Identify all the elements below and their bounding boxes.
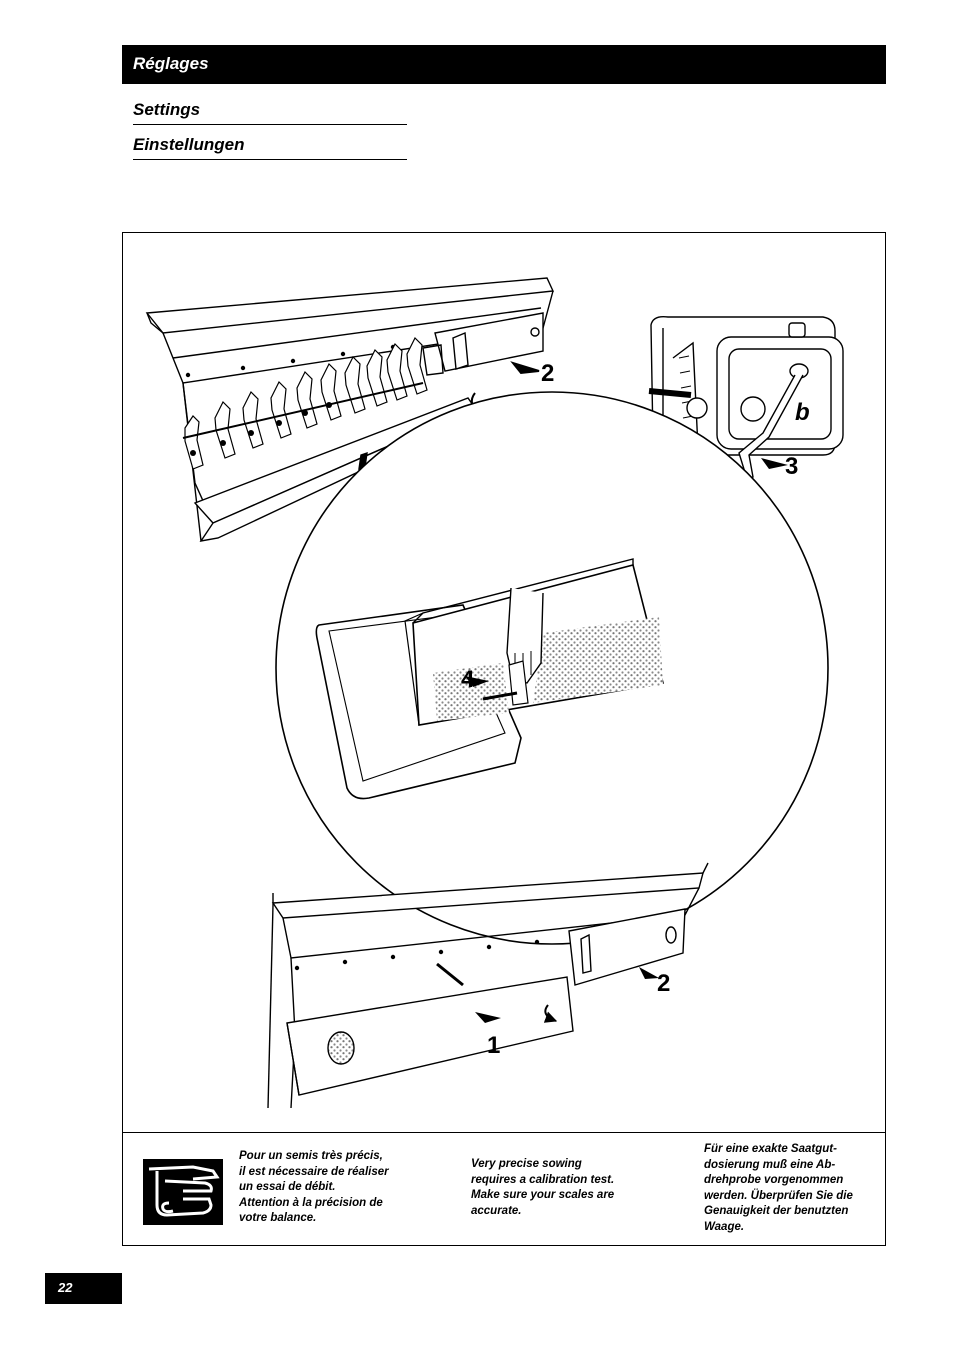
note-en-line: accurate. [471,1204,522,1217]
notes-divider [123,1132,885,1133]
note-en-line: requires a calibration test. [471,1173,615,1186]
note-english: Very precise sowing requires a calibrati… [471,1157,614,1219]
note-fr-line: Attention à la précision de [239,1196,383,1209]
note-french: Pour un semis très précis, il est nécess… [239,1149,389,1227]
callout-circle-4: 4 [461,666,475,693]
note-en-line: Very precise sowing [471,1158,582,1170]
calibration-circle-drawing [275,391,829,945]
instruction-icon [143,1159,223,1225]
subtitle-einstellungen: Einstellungen [133,135,407,160]
technical-illustration: 1 2 a b 3 [145,277,844,1109]
page-title: Réglages [133,54,209,73]
subtitle-settings: Settings [133,100,407,125]
note-en-line: Make sure your scales are [471,1189,615,1201]
note-de-line: Für eine exakte Saatgut- [704,1143,837,1155]
note-de-line: Waage. [704,1220,745,1233]
note-german: Für eine exakte Saatgut- dosierung muß e… [704,1142,853,1235]
callout-bottom-2: 2 [657,970,670,997]
note-fr-line: il est nécessaire de réaliser [239,1165,389,1178]
header-bar: Réglages [122,45,886,84]
note-fr-line: un essai de débit. [239,1181,336,1193]
hopper-bottom-drawing [267,862,709,1109]
note-de-line: drehprobe vorgenommen [704,1174,844,1186]
callout-top-2: 2 [541,360,554,387]
callout-detail-b: b [795,399,810,426]
note-de-line: Genauigkeit der benutzten [704,1205,849,1217]
callout-detail-3: 3 [785,453,798,480]
note-de-line: werden. Überprüfen Sie die [704,1189,853,1202]
note-fr-line: votre balance. [239,1212,317,1224]
note-de-line: dosierung muß eine Ab- [704,1158,836,1171]
page-number-box: 22 [45,1273,122,1304]
note-fr-line: Pour un semis très précis, [239,1150,383,1162]
illustration-frame: 1 2 a b 3 [122,232,886,1246]
page-number: 22 [58,1280,73,1295]
callout-bottom-1: 1 [487,1032,500,1059]
